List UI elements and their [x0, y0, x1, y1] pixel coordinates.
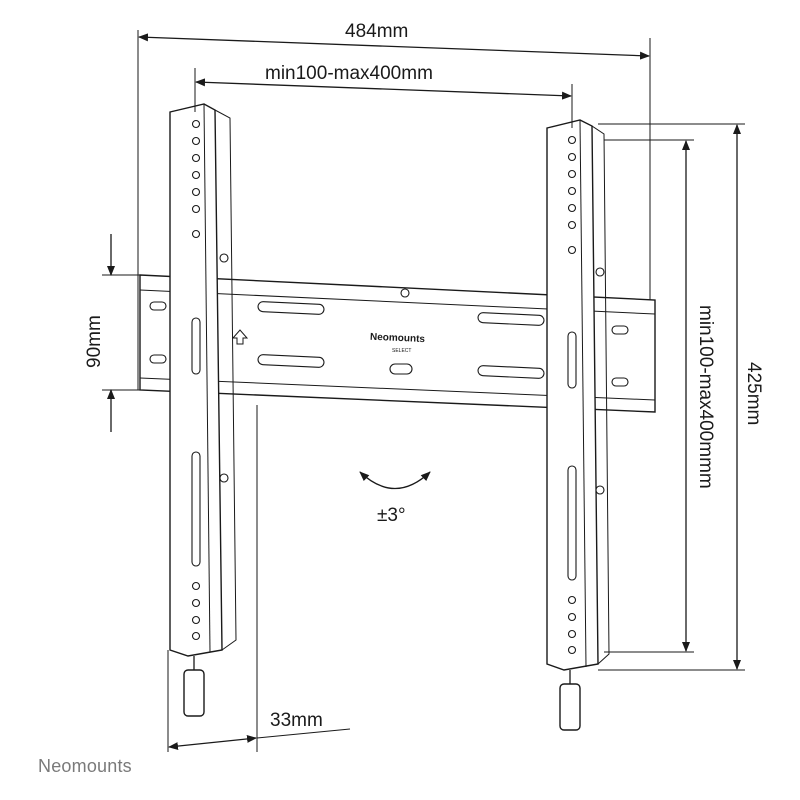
- tilt-label: ±3°: [377, 505, 406, 526]
- dim-vesa-horizontal-label: min100-max400mm: [265, 63, 433, 84]
- dim-depth: [167, 405, 351, 752]
- plate-brand: Neomounts: [370, 332, 426, 345]
- dim-plate-height-label: 90mm: [84, 315, 105, 368]
- dim-overall-height-label: 425mm: [743, 362, 764, 425]
- right-arm-holes: [567, 135, 605, 655]
- left-arm: [169, 103, 237, 717]
- wall-plate: Neomounts SELECT: [139, 274, 656, 413]
- dim-plate-height: [102, 234, 140, 432]
- up-arrow-icon: [231, 329, 249, 345]
- dim-depth-label: 33mm: [270, 710, 323, 731]
- dim-overall-width-label: 484mm: [345, 21, 408, 42]
- right-arm: [546, 119, 610, 731]
- plate-sub-brand: SELECT: [392, 348, 411, 354]
- tilt-indicator: [359, 471, 431, 490]
- plate-slots: [149, 288, 629, 387]
- footer-brand-logo: Neomounts: [38, 756, 132, 776]
- dim-overall-height: [598, 123, 745, 671]
- dim-vesa-horizontal: [194, 68, 573, 128]
- dim-vesa-vertical: [604, 139, 694, 653]
- dim-overall-width: [137, 30, 651, 390]
- dim-vesa-vertical-label: min100-max400mmm: [695, 305, 716, 489]
- left-arm-holes: [191, 119, 229, 641]
